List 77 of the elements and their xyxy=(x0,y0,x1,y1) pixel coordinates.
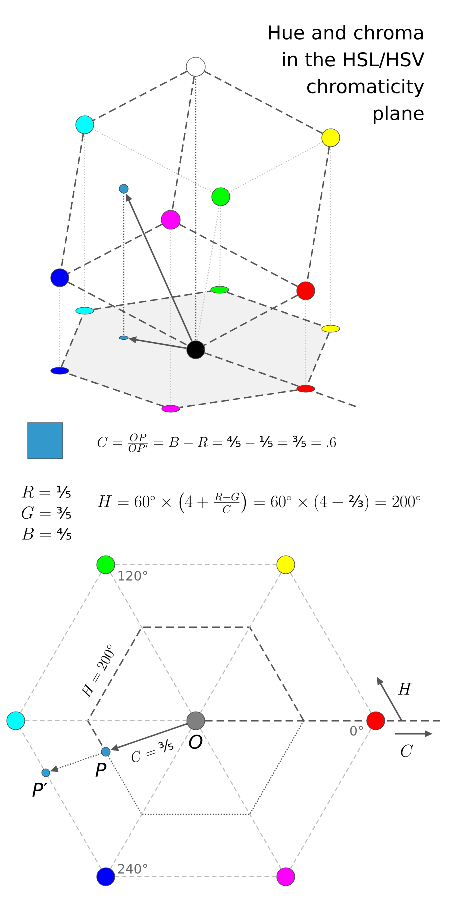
cube-edge xyxy=(306,147,330,282)
title: Hue and chroma in the HSL/HSV chromaticity plane xyxy=(269,25,425,124)
spoke-line xyxy=(24,720,188,722)
cube-edge xyxy=(204,294,298,346)
spoke-line xyxy=(110,728,192,870)
point-label: O xyxy=(189,734,203,750)
cube-vertex xyxy=(50,268,70,288)
hexagon-edge xyxy=(20,572,102,714)
spoke-line xyxy=(110,572,192,714)
projection-line xyxy=(59,286,61,368)
angle-label: 0° xyxy=(350,726,364,736)
cube-vertex xyxy=(161,210,181,230)
cube-edge xyxy=(179,224,298,288)
spoke-line xyxy=(200,572,282,714)
formula: $G = \text{⅗}$ xyxy=(22,506,72,520)
formula: $H = 60^\circ \times \left(4 + \frac{R - G}{C}\right) = 60^\circ \times (4 - \text{⅔}) = 200^\circ$ xyxy=(98,492,421,514)
hexagon-vertex xyxy=(366,712,386,730)
projection-line xyxy=(305,300,307,386)
axis-line xyxy=(204,352,300,388)
cube-edge xyxy=(172,76,196,210)
hexagon-edge xyxy=(20,728,44,770)
hexagon-edge xyxy=(180,390,298,408)
formula: $C = \frac{OP}{OP'} = B - R = \text{⅘} - \text{⅕} = \text{⅗} = .6$ xyxy=(98,434,336,452)
edge-label: $C = \text{⅗}$ xyxy=(132,739,174,762)
cube-edge xyxy=(228,142,324,194)
projection-line xyxy=(84,134,86,308)
origin-dot xyxy=(186,712,206,730)
cube-edge xyxy=(204,70,324,134)
hexagon-edge xyxy=(94,290,212,310)
point-marker xyxy=(119,184,129,194)
axis-label: $C$ xyxy=(401,744,414,758)
projected-point xyxy=(119,336,129,340)
projection-line xyxy=(195,76,197,342)
hexagon-edge xyxy=(290,572,372,714)
hexagon-edge xyxy=(48,776,102,870)
hexagon-edge xyxy=(66,372,164,408)
hexagon-edge xyxy=(114,564,278,566)
projected-vertex xyxy=(50,367,70,375)
formula: $R = \text{⅕}$ xyxy=(22,486,71,498)
formula: $B = \text{⅘}$ xyxy=(22,528,72,540)
cube-vertex xyxy=(212,188,230,206)
cube-vertex xyxy=(296,282,316,300)
projection-line xyxy=(170,229,172,406)
point-marker xyxy=(101,747,111,757)
projected-vertex xyxy=(210,286,230,294)
projected-vertex xyxy=(76,307,94,315)
point-marker xyxy=(42,768,50,778)
cube-vertex xyxy=(186,57,206,77)
hexagon-vertex xyxy=(6,712,26,730)
projected-vertex xyxy=(162,405,180,413)
cube-edge xyxy=(68,224,163,274)
projection-line xyxy=(123,193,125,337)
angle-label: 240° xyxy=(118,864,148,874)
axis-label: $H$ xyxy=(398,683,412,695)
cube-vertex xyxy=(76,116,94,134)
point-label: P xyxy=(96,763,107,777)
cube-edge xyxy=(68,282,188,346)
angle-label: 120° xyxy=(118,571,148,581)
projection-line xyxy=(330,146,332,326)
hexagon-vertex xyxy=(96,868,116,886)
cube-vertex xyxy=(322,128,340,148)
projected-vertex xyxy=(322,325,340,333)
projected-vertex xyxy=(296,385,316,393)
cube-edge xyxy=(196,206,220,342)
spoke-line xyxy=(200,728,282,870)
projection-line xyxy=(219,206,222,287)
hexagon-edge xyxy=(290,728,372,870)
cube-edge xyxy=(92,70,188,122)
point-label: P′ xyxy=(32,783,48,797)
angle-label: $H = 200^\circ$ xyxy=(82,644,114,698)
hexagon-vertex xyxy=(96,556,116,574)
hexagon-edge xyxy=(114,876,278,878)
hexagon-vertex xyxy=(276,868,296,886)
cube-edge xyxy=(60,134,84,269)
cube-vertex xyxy=(186,340,206,360)
cube-edge xyxy=(92,128,214,194)
hexagon-vertex xyxy=(276,556,296,574)
